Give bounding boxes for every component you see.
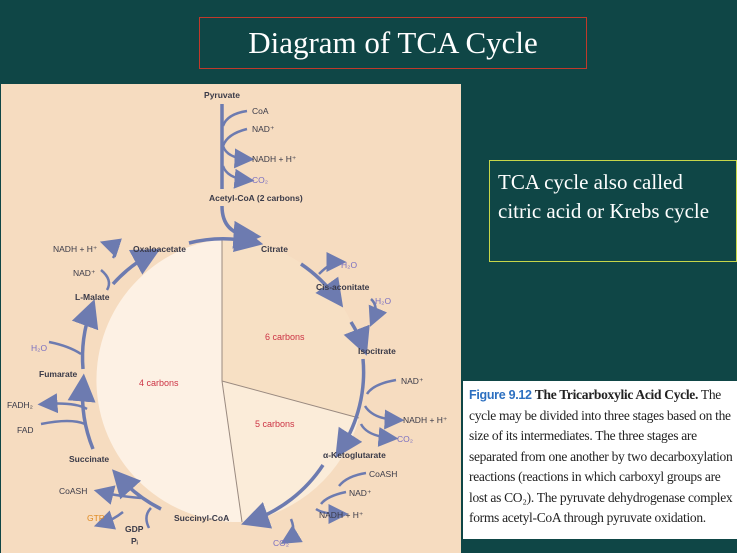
arrow-co2-out (221, 165, 255, 189)
tca-cycle-diagram: Pyruvate CoA NAD⁺ NADH + H⁺ CO₂ Acetyl-C… (1, 84, 461, 553)
sector-4-carbons (96, 239, 242, 523)
arc-fumarate-malate (71, 299, 99, 370)
arrow-fad (40, 419, 86, 426)
title-box: Diagram of TCA Cycle (199, 17, 587, 69)
label-h2o-3: H₂O (31, 343, 47, 353)
label-co2-1: CO₂ (252, 175, 268, 185)
label-coash-2: CoASH (59, 486, 87, 496)
pyruvate-arrows (220, 104, 262, 249)
label-pi: Pᵢ (131, 536, 138, 546)
arrow-h2o-2 (368, 298, 388, 327)
label-oxaloacetate: Oxaloacetate (133, 244, 186, 254)
label-l-malate: L-Malate (75, 292, 110, 302)
label-pyruvate: Pyruvate (204, 90, 240, 100)
arrow-nad-3 (320, 490, 347, 505)
arrow-nadh-out (221, 145, 255, 169)
label-nad-2: NAD⁺ (401, 376, 424, 386)
arrow-coash-2 (93, 485, 142, 505)
arrow-nadh-3 (315, 503, 349, 524)
arrow-co2-2 (359, 423, 399, 447)
label-fad: FAD (17, 425, 34, 435)
arc-malate-oxalo (111, 248, 161, 286)
label-nadh-2: NADH + H⁺ (403, 415, 448, 425)
label-isocitrate: Isocitrate (358, 346, 396, 356)
arrow-gtp (93, 510, 124, 530)
page-title: Diagram of TCA Cycle (248, 25, 538, 60)
label-gdp: GDP (125, 524, 144, 534)
arc-succinylcoa-succinate (111, 469, 162, 511)
arrow-nad-2 (365, 378, 397, 395)
note-box: TCA cycle also called citric acid or Kre… (489, 160, 737, 262)
label-nad-3: NAD⁺ (349, 488, 372, 498)
arrow-nad-4 (100, 269, 111, 291)
arc-isocitrate-akg (335, 358, 366, 458)
caption-title: The Tricarboxylic Acid Cycle. (534, 387, 699, 402)
label-four-carbons: 4 carbons (139, 378, 179, 388)
label-nadh-1: NADH + H⁺ (252, 154, 297, 164)
label-citrate: Citrate (261, 244, 288, 254)
label-fadh2: FADH₂ (7, 400, 33, 410)
caption-figure-number: Figure 9.12 (469, 388, 532, 402)
label-nadh-3: NADH + H⁺ (319, 510, 364, 520)
label-cis-aconitate: Cis-aconitate (316, 282, 370, 292)
arrow-h2o-1 (318, 252, 347, 275)
label-co2-2: CO₂ (397, 434, 413, 444)
arrow-coa-in (221, 109, 248, 127)
arrow-co2-3 (280, 518, 303, 544)
label-nadh-4: NADH + H⁺ (53, 244, 98, 254)
label-succinate: Succinate (69, 454, 109, 464)
arrow-fadh2 (37, 393, 88, 414)
caption-body: The cycle may be divided into three stag… (469, 387, 733, 525)
sector-6-carbons (222, 239, 364, 418)
label-gtp: GTP (87, 513, 105, 523)
label-h2o-2: H₂O (375, 296, 391, 306)
note-text: TCA cycle also called citric acid or Kre… (498, 170, 710, 223)
arc-citrate-cisaconitate (300, 262, 344, 308)
sector-5-carbons (222, 381, 359, 522)
arrow-h2o-3 (48, 340, 82, 356)
tca-cycle-svg: Pyruvate CoA NAD⁺ NADH + H⁺ CO₂ Acetyl-C… (7, 90, 448, 548)
divider-right (221, 380, 360, 419)
label-five-carbons: 5 carbons (255, 419, 295, 429)
arrow-coash (338, 471, 367, 487)
label-six-carbons: 6 carbons (265, 332, 305, 342)
arc-succinate-fumarate (67, 373, 96, 450)
label-coa: CoA (252, 106, 269, 116)
divider-bottom (221, 380, 243, 523)
label-coash: CoASH (369, 469, 397, 479)
arc-akg-succinylcoa (241, 464, 325, 529)
label-acetyl-coa: Acetyl-CoA (2 carbons) (209, 193, 303, 203)
arrow-nadh-2 (363, 405, 405, 430)
arrow-nadh-4 (99, 238, 123, 259)
figure-caption: Figure 9.12 The Tricarboxylic Acid Cycle… (463, 381, 737, 539)
label-co2-3: CO₂ (273, 538, 289, 548)
arrow-gdp (145, 507, 152, 529)
label-h2o-1: H₂O (341, 260, 357, 270)
label-nad-4: NAD⁺ (73, 268, 96, 278)
label-alpha-ketoglutarate: α-Ketoglutarate (323, 450, 386, 460)
arrow-nad-in (221, 127, 248, 147)
side-arrows (37, 238, 405, 544)
cycle-arrows (67, 224, 370, 529)
label-fumarate: Fumarate (39, 369, 78, 379)
label-nad-1: NAD⁺ (252, 124, 275, 134)
arrow-acetyl-to-citrate (220, 205, 262, 249)
arc-cisaconitate-isocitrate (343, 321, 370, 356)
label-succinyl-coa: Succinyl-CoA (174, 513, 229, 523)
